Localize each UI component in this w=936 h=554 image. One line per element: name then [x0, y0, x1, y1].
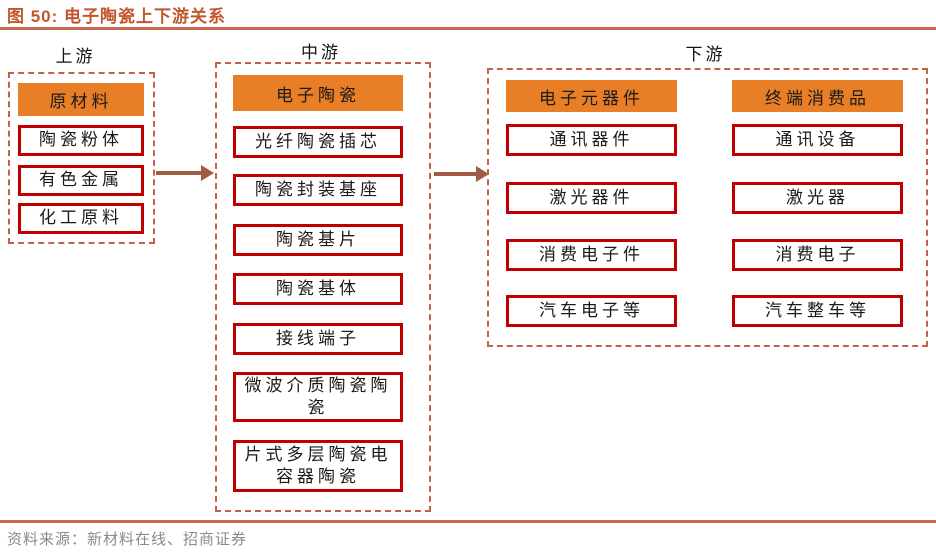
midstream-item: 陶瓷基体 — [233, 273, 403, 305]
midstream-group-box — [215, 62, 431, 512]
downstream-component-item: 汽车电子等 — [506, 295, 677, 327]
downstream-group-box — [487, 68, 928, 347]
arrow-midstream-to-downstream-icon — [434, 166, 489, 182]
upstream-group-box — [8, 72, 155, 244]
downstream-consumer-item: 通讯设备 — [732, 124, 903, 156]
midstream-header: 电子陶瓷 — [233, 75, 403, 111]
midstream-item: 陶瓷封装基座 — [233, 174, 403, 206]
downstream-consumer-item: 消费电子 — [732, 239, 903, 271]
source-note: 资料来源：新材料在线、招商证券 — [7, 531, 248, 548]
midstream-item: 光纤陶瓷插芯 — [233, 126, 403, 158]
arrow-head — [201, 165, 214, 181]
figure-title: 图 50: 电子陶瓷上下游关系 — [7, 7, 227, 26]
label-downstream: 下游 — [685, 45, 726, 64]
downstream-component-item: 消费电子件 — [506, 239, 677, 271]
midstream-item: 微波介质陶瓷陶 瓷 — [233, 372, 403, 422]
upstream-item: 有色金属 — [18, 165, 144, 196]
downstream-consumer-item: 激光器 — [732, 182, 903, 214]
upstream-item: 陶瓷粉体 — [18, 125, 144, 156]
upstream-header: 原材料 — [18, 83, 144, 116]
footer-divider-line — [0, 520, 936, 523]
arrow-upstream-to-midstream-icon — [156, 165, 214, 181]
midstream-item: 片式多层陶瓷电 容器陶瓷 — [233, 440, 403, 492]
upstream-item: 化工原料 — [18, 203, 144, 234]
arrow-shaft — [156, 171, 202, 175]
midstream-item: 接线端子 — [233, 323, 403, 355]
title-divider-line — [0, 27, 936, 30]
midstream-item: 陶瓷基片 — [233, 224, 403, 256]
downstream-component-item: 通讯器件 — [506, 124, 677, 156]
arrow-shaft — [434, 172, 477, 176]
arrow-head — [476, 166, 489, 182]
downstream-components-header: 电子元器件 — [506, 80, 677, 112]
downstream-consumer-item: 汽车整车等 — [732, 295, 903, 327]
downstream-consumer-header: 终端消费品 — [732, 80, 903, 112]
label-upstream: 上游 — [55, 47, 96, 66]
label-midstream: 中游 — [301, 43, 341, 62]
downstream-component-item: 激光器件 — [506, 182, 677, 214]
